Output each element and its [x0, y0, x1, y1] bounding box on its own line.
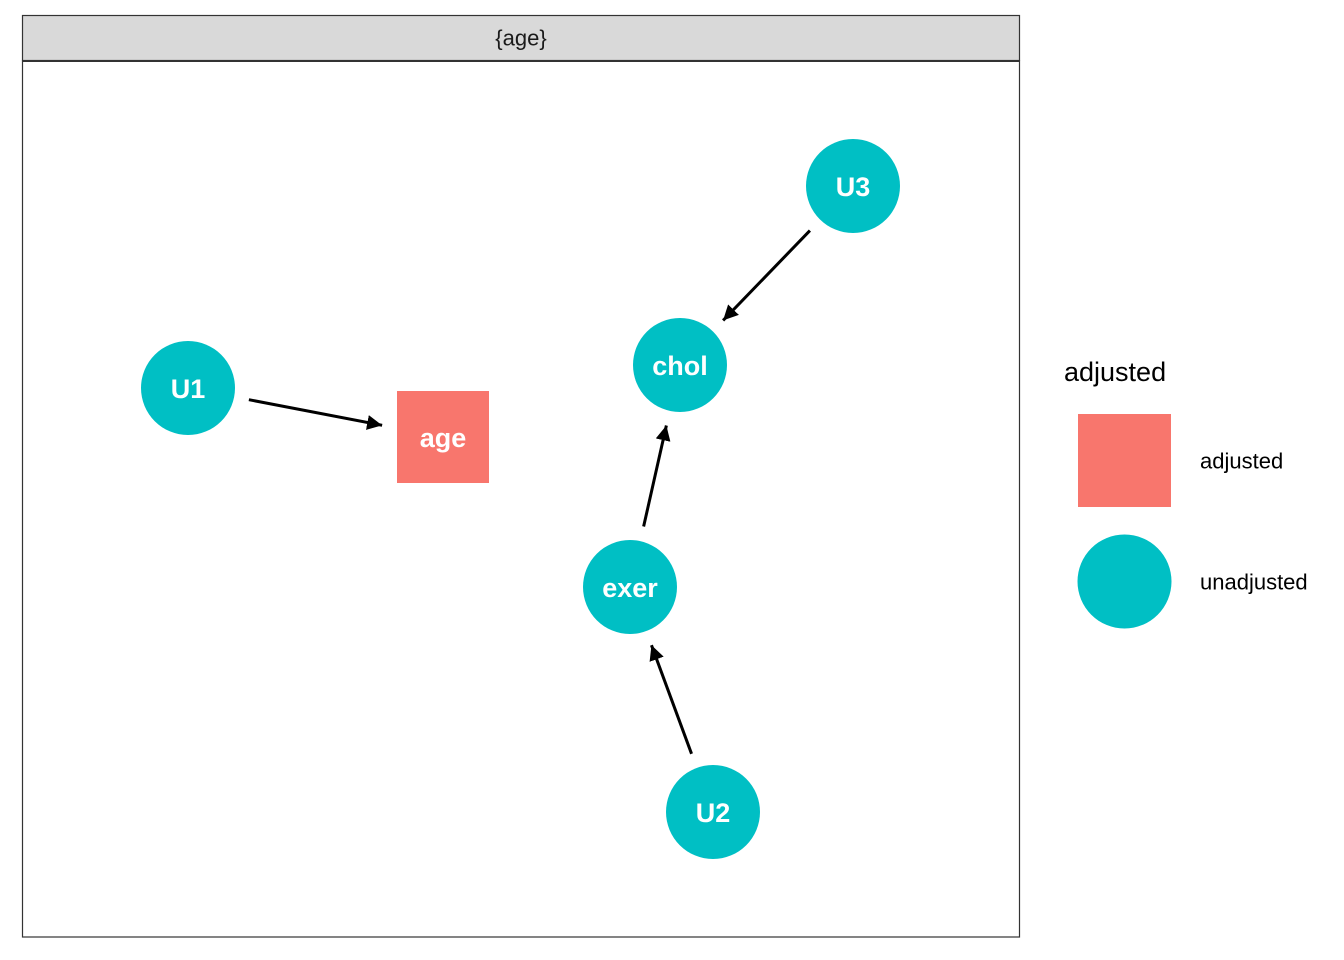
node-U1-circle [141, 341, 235, 435]
node-U3: U3 [806, 139, 900, 233]
node-label-chol: chol [652, 351, 708, 381]
legend-label-unadjusted: unadjusted [1200, 570, 1308, 595]
legend-key-unadjusted-circle [1077, 534, 1172, 629]
edge-exer-to-chol [642, 425, 671, 527]
node-label-U3: U3 [836, 172, 871, 202]
node-U1: U1 [141, 341, 235, 435]
node-label-U2: U2 [696, 798, 731, 828]
edges-layer [248, 229, 811, 755]
edge-U1-to-age [248, 398, 383, 430]
node-label-age: age [420, 423, 467, 453]
node-exer: exer [583, 540, 677, 634]
node-U3-circle [806, 139, 900, 233]
node-exer-circle [583, 540, 677, 634]
node-chol-circle [633, 318, 727, 412]
facet-strip [21, 14, 1021, 62]
node-label-U1: U1 [171, 374, 206, 404]
legend: adjusted adjusted unadjusted [1064, 357, 1308, 629]
node-age: age [397, 391, 489, 483]
node-chol: chol [633, 318, 727, 412]
legend-label-adjusted: adjusted [1200, 449, 1283, 474]
facet-strip-label: {age} [495, 26, 546, 51]
node-age-square [397, 391, 489, 483]
node-label-exer: exer [602, 573, 658, 603]
node-U2-circle [666, 765, 760, 859]
panel-border [21, 60, 1021, 938]
node-U2: U2 [666, 765, 760, 859]
edge-U3-to-chol [722, 229, 811, 322]
edge-U2-to-exer [649, 644, 693, 755]
legend-key-adjusted-square [1078, 414, 1171, 507]
legend-title: adjusted [1064, 357, 1166, 387]
facet-panel: {age} [21, 14, 1021, 938]
